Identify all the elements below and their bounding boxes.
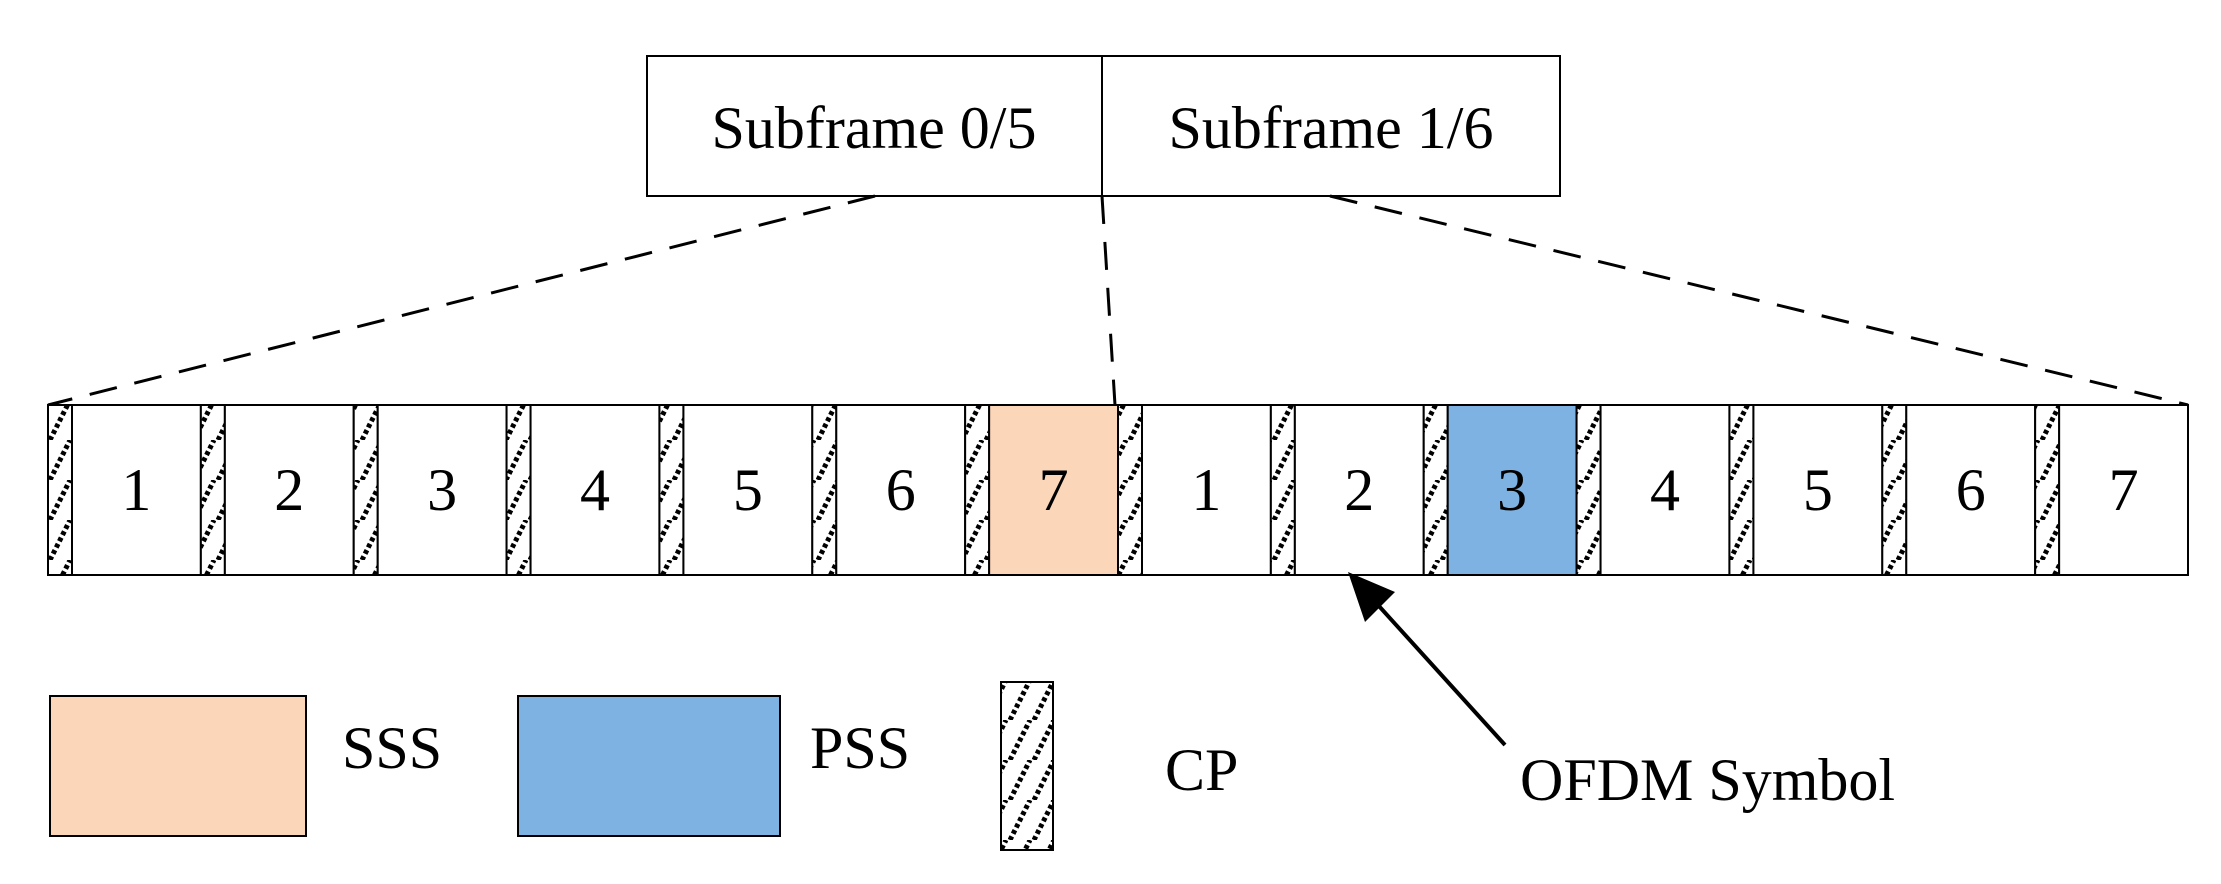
symbol-label: 5 xyxy=(733,457,763,523)
ofdm-symbol-14: 7 xyxy=(2034,404,2189,576)
zoom-line-left xyxy=(47,194,876,407)
ofdm-arrow xyxy=(1376,603,1507,747)
legend-pss-label: PSS xyxy=(810,715,910,781)
subframe-1-6-label: Subframe 1/6 xyxy=(1169,95,1494,161)
cp-block xyxy=(1117,404,1143,576)
ofdm-symbol-row: 1 2 3 4 5 6 7 1 2 3 4 5 6 7 xyxy=(47,404,2189,576)
ofdm-symbol-12: 5 xyxy=(1728,404,1884,576)
cp-block xyxy=(1881,404,1908,576)
subframe-header: Subframe 0/5 Subframe 1/6 xyxy=(646,55,1561,197)
zoom-line-middle xyxy=(1100,195,1117,406)
ofdm-symbol-10: 3 xyxy=(1422,404,1578,576)
subframe-0-5-label: Subframe 0/5 xyxy=(712,95,1037,161)
symbol-body xyxy=(1599,404,1731,576)
cp-block xyxy=(1422,404,1449,576)
symbol-label: 6 xyxy=(1956,457,1986,523)
symbol-body xyxy=(2058,404,2189,576)
cp-block xyxy=(811,404,838,576)
ofdm-symbol-9: 2 xyxy=(1269,404,1425,576)
symbol-label: 4 xyxy=(1650,457,1680,523)
ofdm-symbol-11: 4 xyxy=(1575,404,1731,576)
symbol-body xyxy=(1752,404,1884,576)
symbol-label: 3 xyxy=(1497,457,1527,523)
symbol-label: 5 xyxy=(1803,457,1833,523)
cp-block xyxy=(505,404,532,576)
cp-block xyxy=(1269,404,1296,576)
symbol-body xyxy=(1141,404,1272,576)
symbol-label: 3 xyxy=(427,457,457,523)
ofdm-symbol-3: 3 xyxy=(352,404,508,576)
symbol-label: 7 xyxy=(1039,457,1069,523)
symbol-label: 1 xyxy=(1191,457,1221,523)
symbol-body xyxy=(682,404,814,576)
ofdm-symbol-1: 1 xyxy=(47,404,202,576)
legend-cp-swatch xyxy=(1000,681,1054,851)
symbol-label: 2 xyxy=(274,457,304,523)
ofdm-symbol-2: 2 xyxy=(199,404,355,576)
symbol-body xyxy=(988,404,1120,576)
cp-block xyxy=(658,404,685,576)
ofdm-symbol-label: OFDM Symbol xyxy=(1520,747,1895,813)
cp-block xyxy=(199,404,226,576)
ofdm-symbol-6: 6 xyxy=(811,404,967,576)
legend-pss-swatch xyxy=(517,695,781,837)
cp-block xyxy=(352,404,379,576)
ofdm-annotation: OFDM Symbol xyxy=(1348,572,1895,813)
symbol-label: 6 xyxy=(886,457,916,523)
ofdm-arrowhead xyxy=(1348,572,1395,622)
ofdm-symbol-4: 4 xyxy=(505,404,661,576)
legend-sss-label: SSS xyxy=(342,715,442,781)
symbol-label: 4 xyxy=(580,457,610,523)
symbol-body xyxy=(223,404,355,576)
symbol-body xyxy=(376,404,508,576)
symbol-body xyxy=(529,404,661,576)
subframe-1-6-box xyxy=(1101,55,1561,197)
symbol-label: 1 xyxy=(121,457,151,523)
legend-sss-swatch xyxy=(49,695,307,837)
ofdm-symbol-13: 6 xyxy=(1881,404,2037,576)
ofdm-symbol-7: 7 xyxy=(964,404,1120,576)
subframe-0-5-box xyxy=(646,55,1103,197)
symbol-label: 7 xyxy=(2109,457,2139,523)
ofdm-symbol-5: 5 xyxy=(658,404,814,576)
legend-cp-label: CP xyxy=(1165,737,1238,803)
symbol-body xyxy=(71,404,202,576)
symbol-body xyxy=(835,404,967,576)
cp-block xyxy=(1728,404,1755,576)
cp-block xyxy=(1575,404,1602,576)
symbol-body xyxy=(1446,404,1578,576)
legend: SSS PSS CP xyxy=(49,681,1238,851)
zoom-lines xyxy=(47,194,2189,407)
symbol-label: 2 xyxy=(1344,457,1374,523)
cp-block xyxy=(964,404,991,576)
cp-block xyxy=(2034,404,2061,576)
cp-block xyxy=(47,404,73,576)
zoom-line-right xyxy=(1329,194,2189,407)
ofdm-symbol-8: 1 xyxy=(1117,404,1272,576)
